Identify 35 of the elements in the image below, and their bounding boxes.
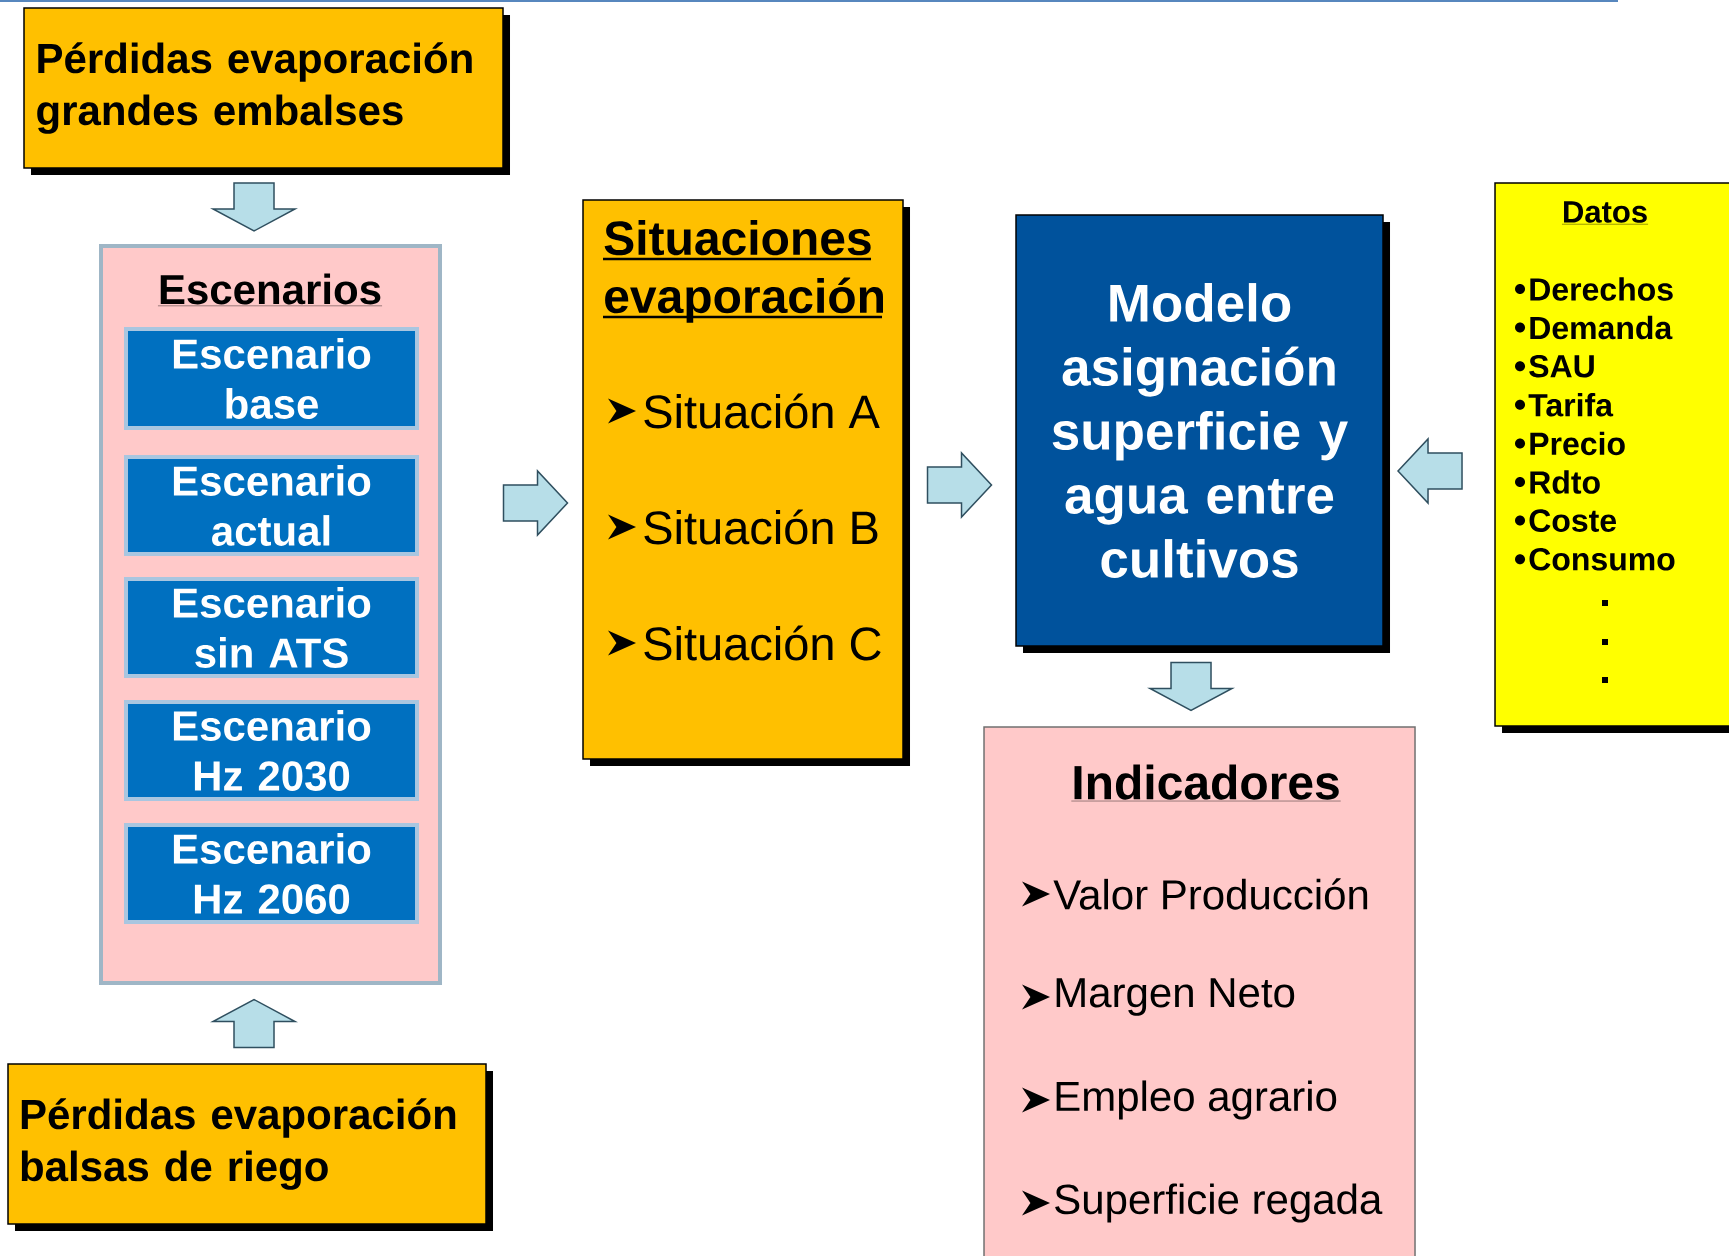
block-arrow [1397,437,1463,505]
heading: Datos [1561,201,1649,225]
list-box [582,199,910,766]
block-arrow [210,998,298,1049]
list-item: Demanda [1530,315,1673,340]
list-item: Derechos [1530,277,1673,301]
model-box: Modelo asignación superficie y agua entre cultivos [1015,214,1390,653]
heading: Indicadores [1071,764,1341,802]
list-item: Consumo [1529,547,1675,571]
list-item: Empleo agrario [1056,1080,1337,1120]
block-arrow [210,182,298,232]
block-arrow [926,451,993,519]
scenario-box: Escenario actual [124,455,419,556]
scenario-box: Escenario Hz 2030 [124,700,419,801]
list-item: Situación C [644,625,881,661]
scenario-box: Escenario sin ATS [124,577,419,678]
process-box: Pérdidas evaporación grandes embalses [23,7,510,175]
list-item: Margen Neto [1056,978,1295,1016]
list-item: Superficie regada [1055,1183,1383,1223]
scenario-box: Escenario base [124,327,419,430]
list-item: Valor Producción [1053,878,1368,910]
list-item: Rdto [1530,470,1600,494]
list-item: SAU [1529,354,1594,378]
block-arrow [502,469,569,537]
list-item: Coste [1529,509,1617,532]
list-item: Situación B [644,509,878,545]
process-box: Pérdidas evaporación balsas de riego [7,1063,493,1231]
scenario-box: Escenario Hz 2060 [124,823,419,924]
list-item: Tarifa [1528,393,1614,417]
list-item: Precio [1530,431,1625,456]
data-box [1494,182,1729,733]
list-item: Situación A [644,393,880,429]
list-box [983,726,1416,1256]
heading: Situaciones evaporación [603,220,883,323]
block-arrow [1147,661,1235,712]
